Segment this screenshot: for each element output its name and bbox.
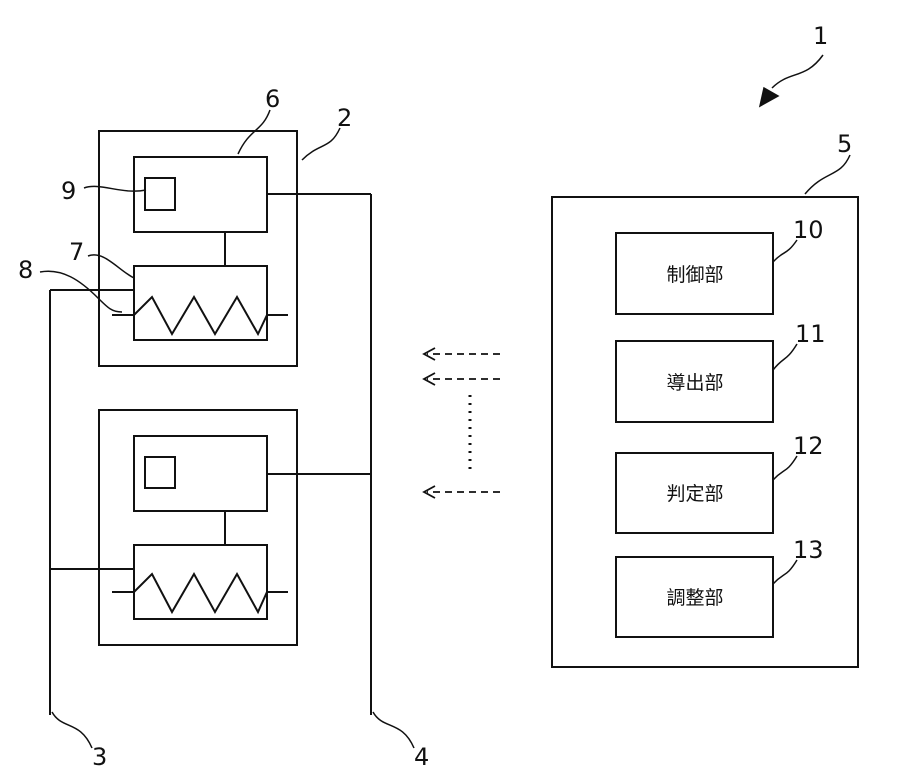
leader-7 (88, 255, 134, 278)
control-unit-lower (134, 436, 267, 511)
heater-upper-zigzag (112, 297, 288, 334)
ref-5: 5 (837, 130, 852, 158)
ref-9: 9 (61, 177, 76, 205)
unit-label-adjust: 調整部 (666, 587, 723, 609)
heater-lower-box (134, 545, 267, 619)
ref-2: 2 (337, 104, 352, 132)
leader-4 (373, 712, 414, 748)
ref-13: 13 (793, 536, 824, 564)
ref-4: 4 (414, 743, 429, 771)
leader-2 (302, 128, 340, 160)
leader-8 (40, 271, 122, 312)
ref-10: 10 (793, 216, 824, 244)
heater-upper-box (134, 266, 267, 340)
unit-label-control: 制御部 (666, 264, 723, 286)
control-unit-upper (134, 157, 267, 232)
ref-11: 11 (795, 320, 826, 348)
ref-3: 3 (92, 743, 107, 771)
ref-7: 7 (69, 238, 84, 266)
ref-12: 12 (793, 432, 824, 460)
ref-8: 8 (18, 256, 33, 284)
leader-1 (772, 55, 823, 88)
leader-3 (52, 712, 92, 748)
indicator-upper (145, 178, 175, 210)
leader-1-arrowhead (760, 88, 778, 106)
ref-6: 6 (265, 85, 280, 113)
indicator-lower (145, 457, 175, 488)
leader-11 (773, 344, 797, 370)
leader-9 (84, 186, 146, 191)
heater-lower-zigzag (112, 574, 288, 612)
ref-1: 1 (813, 22, 828, 50)
unit-label-judge: 判定部 (666, 483, 723, 505)
unit-label-derive: 導出部 (666, 372, 723, 394)
leader-5 (805, 155, 850, 194)
